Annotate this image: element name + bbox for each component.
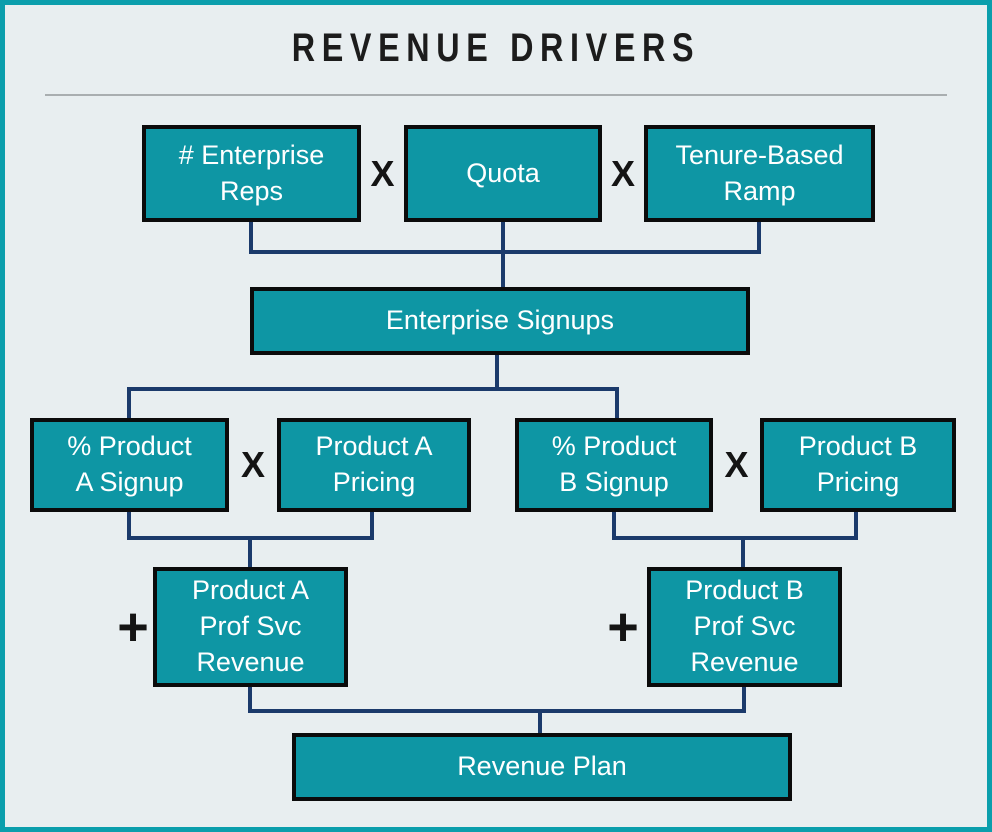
connector-line — [612, 536, 858, 540]
node-product-b-pricing: Product B Pricing — [760, 418, 956, 512]
plus-operator: + — [607, 597, 639, 657]
connector-line — [127, 387, 131, 418]
connector-line — [538, 709, 542, 733]
node-enterprise-signups: Enterprise Signups — [250, 287, 750, 355]
connector-line — [615, 387, 619, 418]
plus-operator: + — [117, 597, 149, 657]
node-tenure-based-ramp: Tenure-Based Ramp — [644, 125, 875, 222]
multiply-operator: X — [240, 444, 265, 485]
page-title: REVENUE DRIVERS — [5, 25, 987, 70]
node-product-a-pricing: Product A Pricing — [277, 418, 471, 512]
node-pct-product-a-signup: % Product A Signup — [30, 418, 229, 512]
multiply-operator: X — [724, 444, 749, 485]
node-revenue-plan: Revenue Plan — [292, 733, 792, 801]
node-product-a-prof-svc-revenue: Product A Prof Svc Revenue — [153, 567, 348, 687]
node-enterprise-reps: # Enterprise Reps — [142, 125, 361, 222]
multiply-operator: X — [370, 152, 395, 194]
multiply-operator: X — [610, 152, 635, 194]
page-title-text: REVENUE DRIVERS — [291, 25, 701, 71]
connector-line — [495, 355, 499, 391]
title-divider — [45, 94, 947, 96]
connector-line — [248, 536, 252, 567]
connector-line — [249, 250, 761, 254]
connector-line — [757, 222, 761, 254]
connector-line — [248, 687, 252, 713]
connector-line — [854, 512, 858, 540]
node-product-b-prof-svc-revenue: Product B Prof Svc Revenue — [647, 567, 842, 687]
connector-line — [741, 536, 745, 567]
connector-line — [501, 222, 505, 287]
connector-line — [248, 709, 746, 713]
node-pct-product-b-signup: % Product B Signup — [515, 418, 713, 512]
connector-line — [249, 222, 253, 254]
connector-line — [127, 387, 619, 391]
connector-line — [127, 512, 131, 540]
connector-line — [370, 512, 374, 540]
connector-line — [612, 512, 616, 540]
connector-line — [742, 687, 746, 713]
node-quota: Quota — [404, 125, 602, 222]
